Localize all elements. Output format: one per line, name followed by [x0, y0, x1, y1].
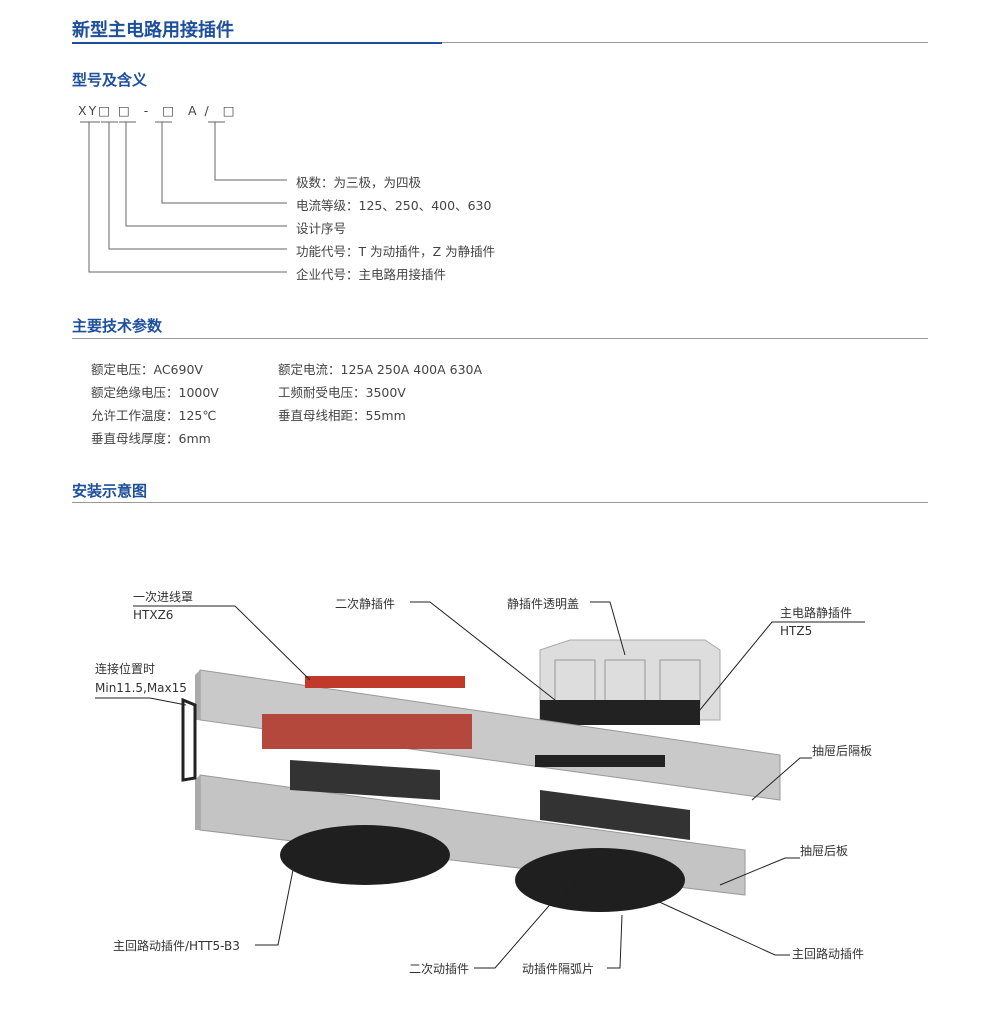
- model-code: XY□ □ - □ A / □: [78, 103, 237, 118]
- main-moving-connector-left: [280, 825, 450, 885]
- meaning-company: 企业代号：主电路用接插件: [296, 267, 447, 282]
- label-connection-range: Min11.5,Max15: [95, 681, 187, 695]
- rear-partition: [199, 669, 781, 801]
- label-main-static-model: HTZ5: [780, 624, 813, 638]
- param-rated-current: 额定电流：125A 250A 400A 630A: [278, 362, 483, 377]
- label-secondary-moving: 二次动插件: [409, 962, 470, 976]
- params-rule: [72, 338, 928, 339]
- main-moving-connector-right: [515, 848, 685, 912]
- code-box: □: [98, 103, 113, 118]
- inlet-cover-window: [262, 714, 472, 749]
- label-inlet-cover-model: HTXZ6: [133, 608, 174, 622]
- static-connector: [540, 700, 700, 725]
- section-params-heading: 主要技术参数: [72, 317, 163, 335]
- label-secondary-static: 二次静插件: [335, 597, 396, 611]
- meaning-poles: 极数：为三极，为四极: [296, 175, 422, 190]
- label-rear-plate: 抽屉后板: [800, 844, 849, 858]
- link-bracket: [181, 697, 197, 782]
- param-busbar-spacing: 垂直母线相距：55mm: [278, 408, 406, 423]
- page-title: 新型主电路用接插件: [72, 20, 234, 41]
- label-inlet-cover: 一次进线罩: [133, 590, 194, 604]
- code-unit: A /: [188, 103, 211, 118]
- label-main-moving: 主回路动插件: [792, 947, 865, 961]
- param-temperature: 允许工作温度：125℃: [91, 408, 217, 423]
- code-box: □: [162, 103, 177, 118]
- label-main-moving-model: 主回路动插件/HTT5-B3: [113, 939, 240, 953]
- code-prefix: XY: [78, 103, 99, 118]
- install-rule: [72, 502, 928, 503]
- code-dash: -: [143, 103, 151, 118]
- code-box: □: [222, 103, 237, 118]
- transparent-cover: [539, 639, 721, 721]
- param-busbar-thickness: 垂直母线厚度：6mm: [91, 431, 211, 446]
- label-connection-position: 连接位置时: [95, 662, 156, 676]
- label-main-static: 主电路静插件: [780, 606, 853, 620]
- rear-plate: [199, 774, 746, 896]
- param-insulation-voltage: 额定绝缘电压：1000V: [91, 385, 219, 400]
- label-arc-plate: 动插件隔弧片: [522, 962, 595, 976]
- code-box: □: [118, 103, 132, 118]
- title-rule: [442, 42, 928, 43]
- label-transparent-cover: 静插件透明盖: [507, 597, 580, 611]
- meaning-current: 电流等级：125、250、400、630: [296, 198, 492, 213]
- section-install-heading: 安装示意图: [72, 482, 148, 500]
- meaning-design: 设计序号: [296, 221, 347, 236]
- param-withstand-voltage: 工频耐受电压：3500V: [278, 385, 406, 400]
- label-rear-partition: 抽屉后隔板: [812, 744, 873, 758]
- section-model-heading: 型号及含义: [72, 71, 148, 89]
- meaning-function: 功能代号：T 为动插件，Z 为静插件: [296, 244, 496, 259]
- title-accent-rule: [72, 42, 442, 44]
- param-rated-voltage: 额定电压：AC690V: [91, 362, 203, 377]
